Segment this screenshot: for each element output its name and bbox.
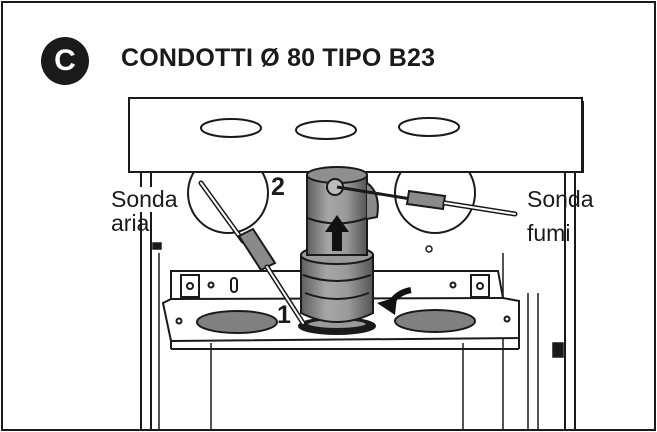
flue-probe bbox=[336, 185, 518, 217]
boiler-illustration bbox=[128, 97, 584, 429]
plate-openings bbox=[196, 309, 476, 334]
section-badge: C bbox=[41, 37, 89, 85]
step-number-2: 2 bbox=[271, 173, 285, 201]
air-probe-label-line1: Sonda bbox=[111, 186, 178, 212]
flange-ring bbox=[298, 317, 376, 335]
top-cover bbox=[128, 97, 583, 173]
arrow-up-icon bbox=[325, 215, 349, 251]
inner-frame bbox=[158, 253, 539, 429]
back-wall-details bbox=[152, 242, 564, 358]
step-number-1: 1 bbox=[277, 301, 291, 329]
air-probe-label-line2: aria bbox=[111, 210, 150, 236]
page-title: CONDOTTI Ø 80 TIPO B23 bbox=[121, 44, 436, 72]
flue-probe-label-line2: fumi bbox=[527, 220, 571, 246]
air-probe bbox=[198, 180, 306, 326]
flue-probe-label-line1: Sonda bbox=[527, 186, 594, 212]
rotate-arrow-icon bbox=[377, 287, 412, 315]
